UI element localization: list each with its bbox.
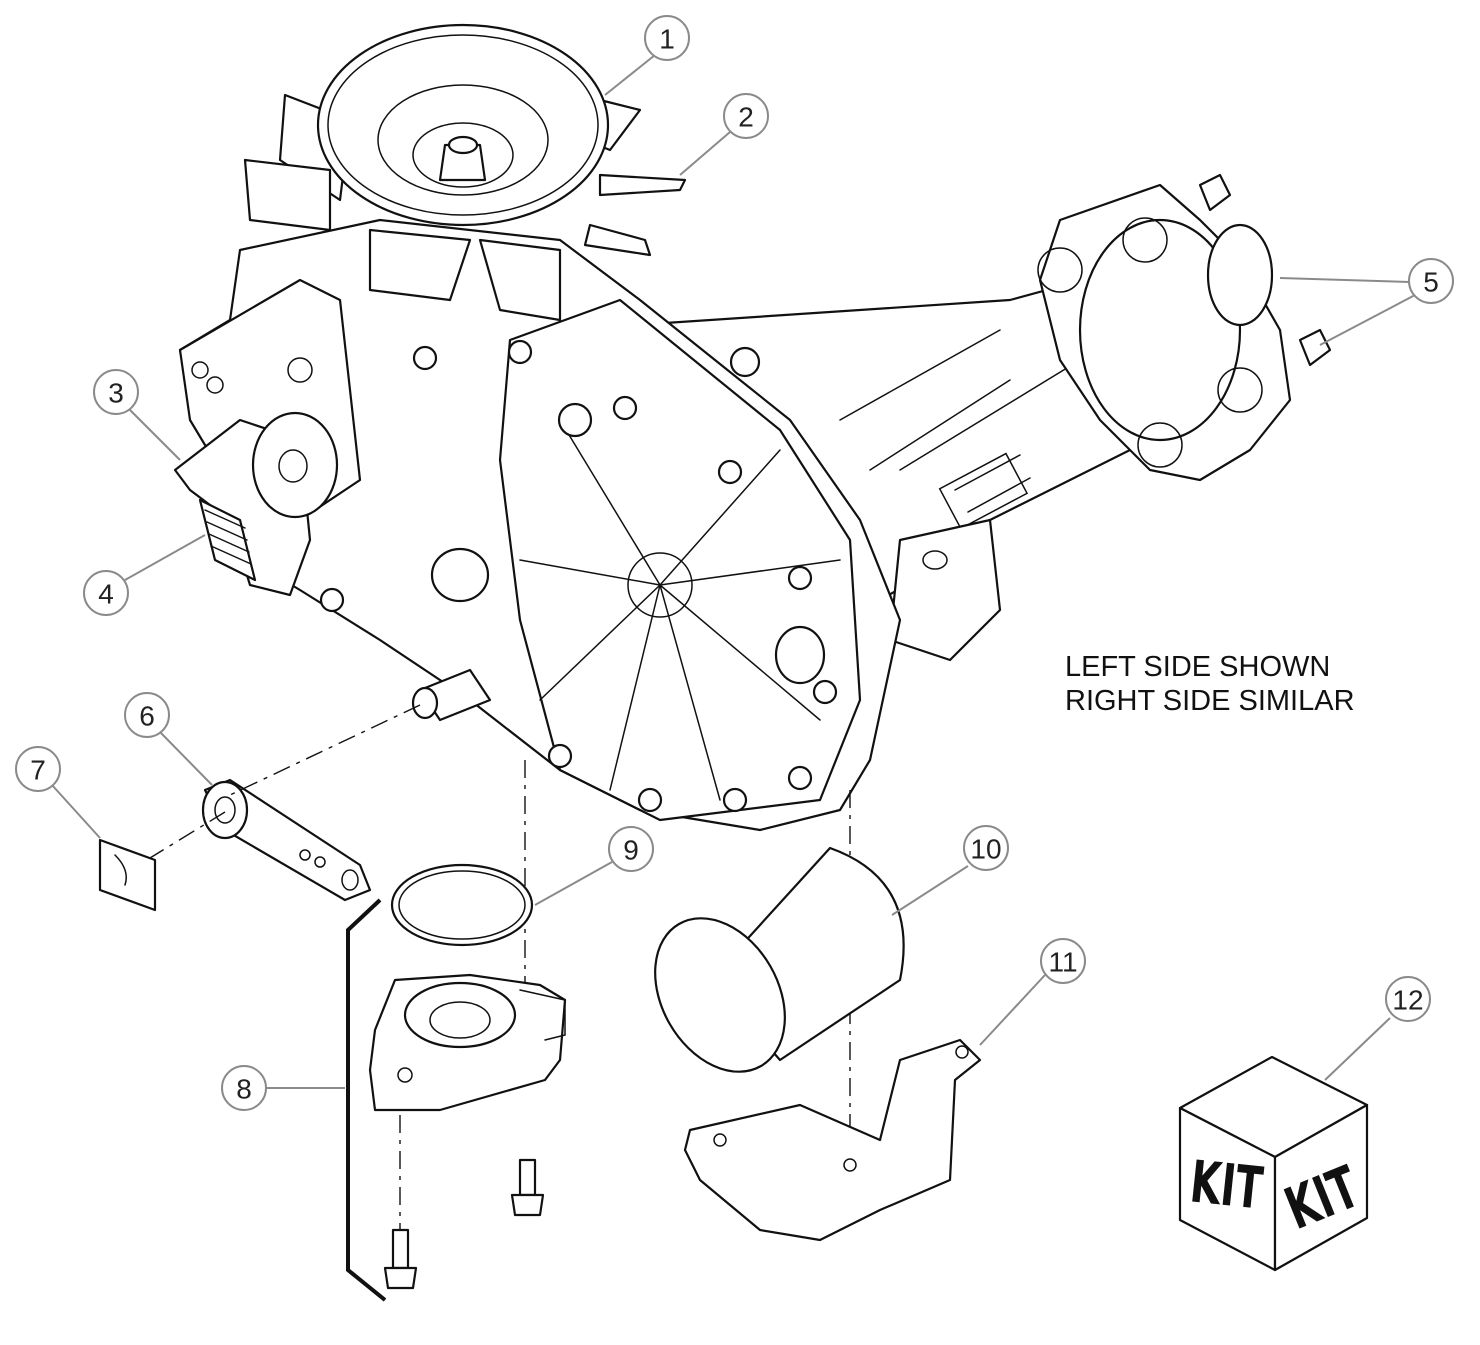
transaxle-housing <box>178 173 1332 832</box>
callout-1: 1 <box>644 15 690 61</box>
filter-adapter <box>346 898 567 1302</box>
callout-12: 12 <box>1385 976 1431 1022</box>
svg-text:6: 6 <box>139 701 155 732</box>
leader-lines <box>51 54 1416 1089</box>
svg-text:11: 11 <box>1048 947 1077 978</box>
callout-8: 8 <box>221 1065 267 1111</box>
callout-2: 2 <box>723 93 769 139</box>
callout-4: 4 <box>83 570 129 616</box>
svg-text:2: 2 <box>738 102 754 133</box>
brake-arm <box>173 411 339 597</box>
callout-11: 11 <box>1040 938 1086 984</box>
retaining-clip <box>98 838 157 912</box>
oil-filter <box>654 846 905 1073</box>
kit-box: KIT KIT <box>1178 1055 1368 1272</box>
callout-6: 6 <box>124 692 170 738</box>
callout-5: 5 <box>1408 258 1454 304</box>
callout-9: 9 <box>608 826 654 872</box>
svg-text:7: 7 <box>30 755 46 786</box>
callout-7: 7 <box>15 746 61 792</box>
svg-text:5: 5 <box>1423 267 1439 298</box>
callout-3: 3 <box>93 369 139 415</box>
o-ring <box>390 863 534 947</box>
svg-text:9: 9 <box>623 835 639 866</box>
svg-text:3: 3 <box>108 378 124 409</box>
wheel-hub <box>1037 173 1332 482</box>
callout-bubbles: 1 2 3 4 5 6 7 8 9 10 11 12 <box>15 15 1454 1111</box>
drive-pulley <box>316 23 610 227</box>
filter-guard <box>683 1038 982 1242</box>
callout-10: 10 <box>963 825 1009 871</box>
svg-text:1: 1 <box>659 24 675 55</box>
svg-text:8: 8 <box>236 1074 252 1105</box>
kit-label-left: KIT <box>1187 1147 1266 1222</box>
note-line-2: RIGHT SIDE SIMILAR <box>1065 685 1355 717</box>
note-line-1: LEFT SIDE SHOWN <box>1065 651 1331 683</box>
svg-text:4: 4 <box>98 579 114 610</box>
cover-bolts <box>319 339 838 813</box>
orientation-note: LEFT SIDE SHOWN RIGHT SIDE SIMILAR <box>1065 650 1355 718</box>
control-arm <box>201 778 372 902</box>
svg-text:10: 10 <box>970 834 1001 865</box>
svg-text:12: 12 <box>1392 985 1423 1016</box>
